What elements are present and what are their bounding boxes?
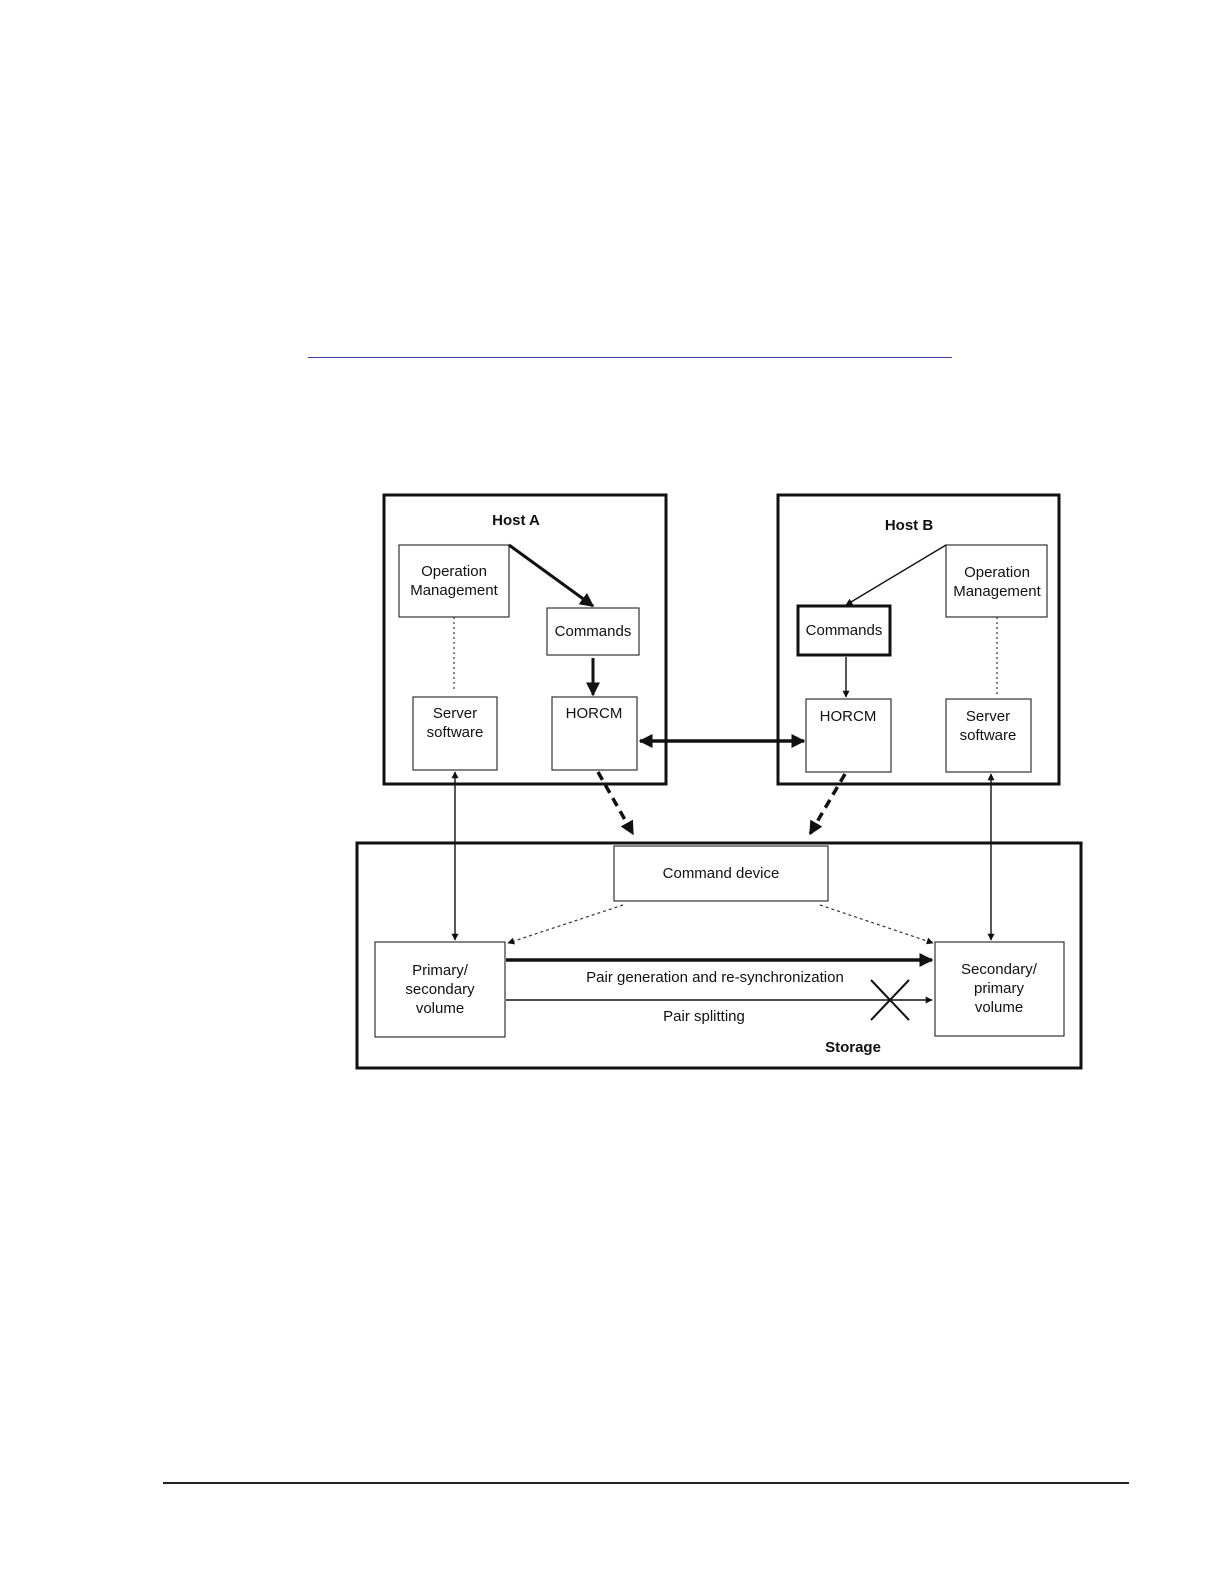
storage-title: Storage	[825, 1039, 881, 1056]
host-b-opmgmt-to-commands-arrow	[846, 545, 946, 605]
primary-volume-label: Primary/	[412, 962, 469, 979]
host-b-horcm-label: HORCM	[820, 708, 877, 725]
host-a-horcm-to-command-device-arrow	[598, 772, 633, 834]
host-a-server-software-label: Server	[433, 705, 477, 722]
host-b-operation-management-box	[946, 545, 1047, 617]
primary-volume-label-3: volume	[416, 1000, 464, 1017]
host-b-server-software-label-2: software	[960, 727, 1017, 744]
host-b-title: Host B	[885, 517, 934, 534]
host-a-opmgmt-to-commands-arrow	[509, 545, 593, 606]
host-a-title: Host A	[492, 512, 540, 529]
host-a-operation-management-label: Operation	[421, 563, 487, 580]
host-a-horcm-label: HORCM	[566, 705, 623, 722]
primary-volume-label-2: secondary	[405, 981, 475, 998]
footer-rule	[163, 1482, 1129, 1484]
command-device-label: Command device	[663, 865, 780, 882]
secondary-volume-label-2: primary	[974, 980, 1025, 997]
secondary-volume-label-3: volume	[975, 999, 1023, 1016]
secondary-volume-label: Secondary/	[961, 961, 1038, 978]
host-a-operation-management-box	[399, 545, 509, 617]
pair-splitting-label: Pair splitting	[663, 1008, 745, 1025]
host-b-server-software-label: Server	[966, 708, 1010, 725]
host-b-commands-label: Commands	[806, 622, 883, 639]
pair-generation-label: Pair generation and re-synchronization	[586, 969, 844, 986]
host-b-operation-management-label: Operation	[964, 564, 1030, 581]
host-a-server-software-label-2: software	[427, 724, 484, 741]
host-b-operation-management-label-2: Management	[953, 583, 1041, 600]
host-a-operation-management-label-2: Management	[410, 582, 498, 599]
command-device-to-primary-volume-arrow	[508, 905, 623, 943]
host-a-commands-label: Commands	[555, 623, 632, 640]
command-device-to-secondary-volume-arrow	[820, 905, 933, 943]
